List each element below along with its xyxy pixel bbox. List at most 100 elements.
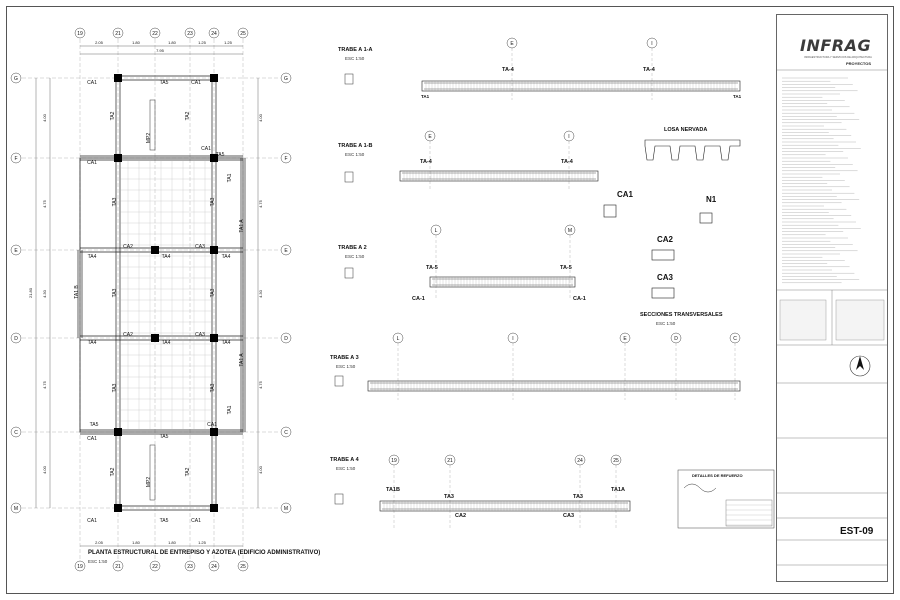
trabe-4-title: TRABE A 4 [330, 457, 359, 463]
axis-bottom-22-label: 22 [152, 564, 158, 570]
section-ca3-box [651, 287, 675, 299]
axis-left-D-label: D [14, 336, 18, 342]
title-block [776, 14, 888, 582]
drawing-sheet [6, 6, 894, 594]
trabe-1a-label-2: TA-4 [643, 67, 655, 73]
plan-label-32: CA1 [87, 436, 97, 442]
axis-top-25-label: 25 [240, 31, 246, 37]
trabe-4-label-ta3-1: TA3 [444, 494, 454, 500]
column-9 [210, 428, 218, 436]
section-n1-box [699, 212, 713, 224]
plan-label-24: TA4 [162, 340, 171, 346]
brand-subtitle: INFRAESTRUCTURA Y SERVICIOS DE ARQUITECT… [804, 56, 872, 59]
right-dim-2: 4.30 [258, 289, 263, 298]
trabe1a-axis-1-label: I [651, 41, 652, 47]
section-n1-label: N1 [706, 195, 717, 204]
trabe-3-section [334, 375, 344, 387]
axis-right-C-label: C [284, 430, 288, 436]
trabe3-axis-1-label: I [512, 336, 513, 342]
trabe-1a-section [344, 73, 354, 85]
plan-label-7: CA1 [201, 146, 211, 152]
plan-label-17: TA4 [162, 254, 171, 260]
axis-bottom-19-label: 19 [77, 564, 83, 570]
plan-label-11: TA3 [210, 197, 216, 206]
trabe3-axis-4-label: C [733, 336, 737, 342]
axis-bottom-21 [112, 560, 124, 572]
plan-label-12: TA1 A [239, 219, 245, 233]
right-dim-3: 4.75 [258, 380, 263, 389]
section-ca3-label: CA3 [657, 273, 674, 282]
plan-label-0: CA1 [87, 80, 97, 86]
trabe4-axis-1-label: 21 [447, 458, 453, 464]
axis-left-F [10, 152, 22, 164]
sections-scale: ESC 1:50 [656, 321, 676, 326]
axis-top-21-label: 21 [115, 31, 121, 37]
bottom-dim-3: 1.25 [198, 540, 207, 545]
plan-label-38: TA5 [160, 518, 169, 524]
axis-bottom-25-label: 25 [240, 564, 246, 570]
trabe-1b-section [344, 171, 354, 183]
axis-left-F-label: F [14, 156, 17, 162]
column-8 [114, 428, 122, 436]
axis-left-M [10, 502, 22, 514]
trabe-4-scale: ESC 1:50 [336, 466, 356, 471]
axis-bottom-23 [184, 560, 196, 572]
trabe-2-label-1: TA-5 [426, 265, 438, 271]
plan-label-27: TA3 [112, 383, 118, 392]
column-10 [114, 504, 122, 512]
trabe-1b-scale: ESC 1:50 [345, 152, 365, 157]
refuerzo-box [677, 469, 775, 529]
axis-left-C-label: C [14, 430, 18, 436]
plan-label-21: CA2 [123, 332, 133, 338]
slab-outline [79, 157, 244, 433]
axis-right-F [280, 152, 292, 164]
trabe-2-beam [429, 276, 576, 288]
trabe-1b-label-1: TA-4 [420, 159, 432, 165]
column-11 [210, 504, 218, 512]
trabe-2-label-2: TA-5 [560, 265, 572, 271]
trabe4-axis-3-label: 25 [613, 458, 619, 464]
axis-left-C [10, 426, 22, 438]
trabe-3-beam [367, 380, 741, 392]
refuerzo-table [725, 499, 773, 527]
section-ca1-box [603, 204, 617, 218]
plan-label-25: TA4 [222, 340, 231, 346]
plan-label-30: TA5 [90, 422, 99, 428]
column-0 [114, 74, 122, 82]
left-total: 21.80 [28, 287, 33, 298]
section-ca2-box [651, 249, 675, 261]
axis-top-24 [208, 27, 220, 39]
trabe2-axis-1-label: M [568, 228, 572, 234]
axis-left-D [10, 332, 22, 344]
column-1 [210, 74, 218, 82]
left-dim-2: 4.30 [42, 289, 47, 298]
axis-right-D-label: D [284, 336, 288, 342]
axis-right-F-label: F [284, 156, 287, 162]
plan-label-26: TA1 A [239, 353, 245, 367]
refuerzo-hook-drawing [683, 483, 717, 493]
trabe4-axis-0-label: 19 [391, 458, 397, 464]
axis-bottom-24 [208, 560, 220, 572]
trabe3-axis-3-label: D [674, 336, 678, 342]
axis-top-22 [149, 27, 161, 39]
trabe-1a-beam [421, 80, 741, 92]
plan-label-4: TA2 [185, 111, 191, 120]
plan-label-28: TA3 [210, 383, 216, 392]
trabe-1a-end-1: TA1 [421, 94, 430, 99]
plan-label-23: TA4 [88, 340, 97, 346]
bottom-dim-0: 2.05 [95, 540, 104, 545]
trabe-2-end-2: CA-1 [573, 296, 586, 302]
top-dim-2: 1.80 [168, 40, 177, 45]
axis-right-G-label: G [284, 76, 288, 82]
plan-label-35: TA2 [185, 467, 191, 476]
plan-label-29: TA1 [227, 405, 233, 414]
axis-right-G [280, 72, 292, 84]
axis-left-E-label: E [14, 248, 18, 254]
plan-label-18: TA4 [222, 254, 231, 260]
plan-label-16: TA4 [88, 254, 97, 260]
trabe-1a-end-2: TA1 [733, 94, 742, 99]
axis-bottom-21-label: 21 [115, 564, 121, 570]
trabe-4-section [334, 493, 344, 505]
trabe-4-label-ca2: CA2 [455, 513, 467, 519]
